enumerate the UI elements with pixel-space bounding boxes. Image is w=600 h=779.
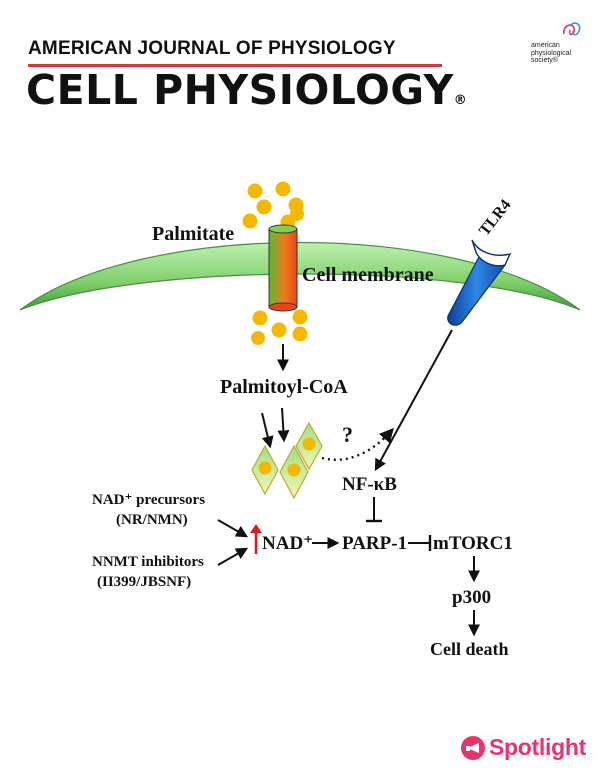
nnmt-inhibitors-label: NNMT inhibitors: [92, 554, 204, 570]
parp1-label: PARP-1: [342, 533, 407, 554]
palmitate-label: Palmitate: [152, 223, 234, 245]
registered-mark: ®: [453, 93, 468, 108]
journal-title-line2: CELL PHYSIOLOGY®: [26, 70, 467, 111]
tlr4-receptor: [447, 239, 512, 326]
arrow-nnmt-to-nad: [217, 547, 249, 566]
society-line: american: [531, 42, 560, 49]
cell-membrane: [19, 242, 581, 311]
arrow-to-ceramide-2: [277, 407, 290, 443]
society-line: physiological: [531, 49, 572, 57]
p300-label: p300: [452, 587, 491, 608]
nad-label: NAD⁺: [262, 533, 313, 554]
arrow-tlr4-to-nfkb: [374, 329, 453, 472]
dotted-arrow-to-nfkb: [321, 427, 394, 461]
nfkb-label: NF-κB: [342, 474, 397, 495]
palmitate-molecules-inside: [251, 309, 308, 345]
question-mark: ?: [342, 422, 353, 447]
arrow-to-ceramide-1: [261, 412, 274, 449]
spotlight-label: Spotlight: [489, 734, 586, 760]
society-logo-icon: [562, 22, 581, 36]
nad-precursors-label: NAD⁺ precursors: [92, 492, 205, 508]
society-name: american physiological society®: [531, 42, 591, 65]
society-line: society®: [531, 57, 558, 64]
fatty-acid-transporter: [268, 224, 298, 312]
lipid-metabolites: [251, 421, 323, 500]
spotlight-icon: [461, 735, 485, 760]
nad-precursors-sub: (NR/NMN): [116, 512, 188, 528]
arrow-precursors-to-nad: [217, 519, 249, 538]
spotlight-badge: Spotlight: [461, 734, 586, 761]
journal-title-line1: AMERICAN JOURNAL OF PHYSIOLOGY: [28, 38, 396, 59]
palmitate-molecules: [242, 181, 304, 230]
title-divider: [28, 64, 442, 67]
journal-title-text: CELL PHYSIOLOGY: [26, 66, 454, 114]
cell-death-label: Cell death: [430, 639, 509, 659]
cell-membrane-label: Cell membrane: [302, 264, 434, 286]
palmitoyl-coa-label: Palmitoyl-CoA: [220, 376, 348, 398]
nnmt-inhibitors-sub: (II399/JBSNF): [97, 574, 191, 590]
nad-increase-arrowhead: [250, 524, 262, 533]
tlr4-label: TLR4: [476, 197, 515, 240]
mtorc1-label: mTORC1: [433, 533, 513, 554]
